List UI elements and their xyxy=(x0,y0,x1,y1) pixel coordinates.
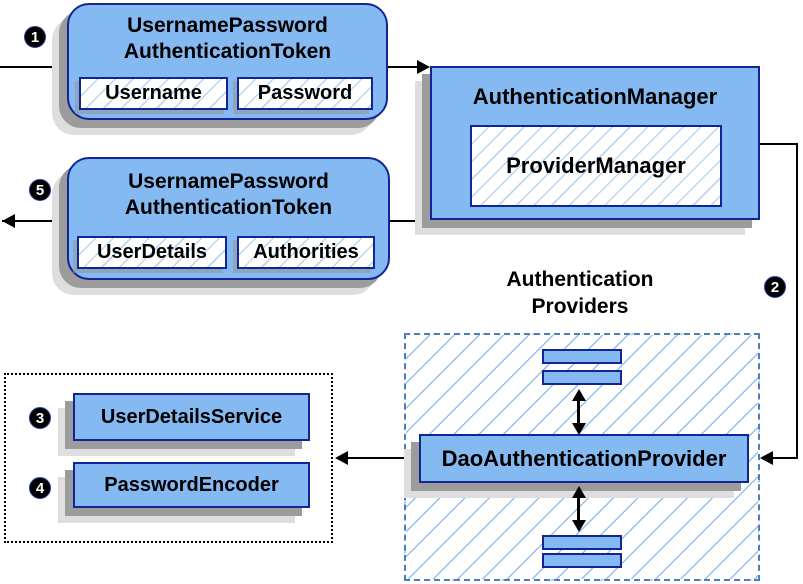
other-provider-bar xyxy=(542,349,622,364)
step-4-number: 4 xyxy=(35,479,45,497)
double-arrow-stem xyxy=(577,495,580,523)
arrowhead-step5-left-icon xyxy=(2,214,15,228)
token-request-title-line2: AuthenticationToken xyxy=(123,40,332,63)
provider-manager-label: ProviderManager xyxy=(506,153,686,178)
username-password-token-request-box: UsernamePassword AuthenticationToken Use… xyxy=(67,3,388,120)
authorities-field-box: Authorities xyxy=(237,236,375,269)
step-3-number: 3 xyxy=(35,409,45,427)
arrowhead-down-icon xyxy=(572,520,586,532)
dao-authentication-provider-label: DaoAuthenticationProvider xyxy=(441,445,727,471)
arrowhead-up-icon xyxy=(572,389,586,401)
authentication-providers-label-line1: Authentication xyxy=(506,268,654,291)
other-provider-bar xyxy=(542,370,622,385)
arrowhead-down-icon xyxy=(572,423,586,435)
arrowhead-step1-right-icon xyxy=(417,60,430,74)
step-badge-1: 1 xyxy=(24,26,46,48)
password-field-box: Password xyxy=(237,77,373,110)
step-2-number: 2 xyxy=(770,278,780,296)
double-arrow-stem xyxy=(577,398,580,426)
token-response-title-line2: AuthenticationToken xyxy=(124,196,333,219)
username-field-box: Username xyxy=(79,77,228,110)
step-1-number: 1 xyxy=(30,28,40,46)
password-field-label: Password xyxy=(257,82,353,104)
authentication-providers-label: Authentication Providers xyxy=(440,266,720,320)
token-response-title-line1: UsernamePassword xyxy=(128,170,329,193)
user-details-field-box: UserDetails xyxy=(77,236,227,269)
token-request-title-line1: UsernamePassword xyxy=(127,14,328,37)
flow-line-step2-bottom xyxy=(770,457,798,459)
authentication-manager-box: AuthenticationManager ProviderManager xyxy=(430,66,760,220)
other-provider-bar xyxy=(542,535,622,550)
authentication-providers-label-line2: Providers xyxy=(531,295,629,318)
authorities-field-label: Authorities xyxy=(253,241,359,263)
user-details-field-label: UserDetails xyxy=(96,241,208,263)
step-5-number: 5 xyxy=(35,181,45,199)
provider-manager-box: ProviderManager xyxy=(470,125,722,207)
double-arrow-top xyxy=(571,389,587,435)
step-badge-4: 4 xyxy=(29,477,51,499)
flow-line-dao-to-services xyxy=(346,457,419,459)
user-details-service-box: UserDetailsService xyxy=(73,393,310,441)
password-encoder-box: PasswordEncoder xyxy=(73,462,310,508)
username-password-token-response-box: UsernamePassword AuthenticationToken Use… xyxy=(67,157,390,280)
user-details-service-label: UserDetailsService xyxy=(100,405,283,428)
dao-authentication-provider-box: DaoAuthenticationProvider xyxy=(419,434,749,483)
double-arrow-bottom xyxy=(571,486,587,532)
arrowhead-up-icon xyxy=(572,486,586,498)
arrowhead-services-left-icon xyxy=(335,451,348,465)
authentication-manager-label: AuthenticationManager xyxy=(472,84,718,109)
flow-line-step2-vertical xyxy=(796,143,798,459)
user-details-services-region xyxy=(4,373,333,543)
flow-line-step2-top xyxy=(760,143,798,145)
step-badge-2: 2 xyxy=(764,276,786,298)
arrowhead-step2-left-icon xyxy=(760,451,773,465)
step-badge-5: 5 xyxy=(29,179,51,201)
step-badge-3: 3 xyxy=(29,407,51,429)
username-field-label: Username xyxy=(105,82,202,104)
other-provider-bar xyxy=(542,553,622,568)
password-encoder-label: PasswordEncoder xyxy=(104,473,279,496)
